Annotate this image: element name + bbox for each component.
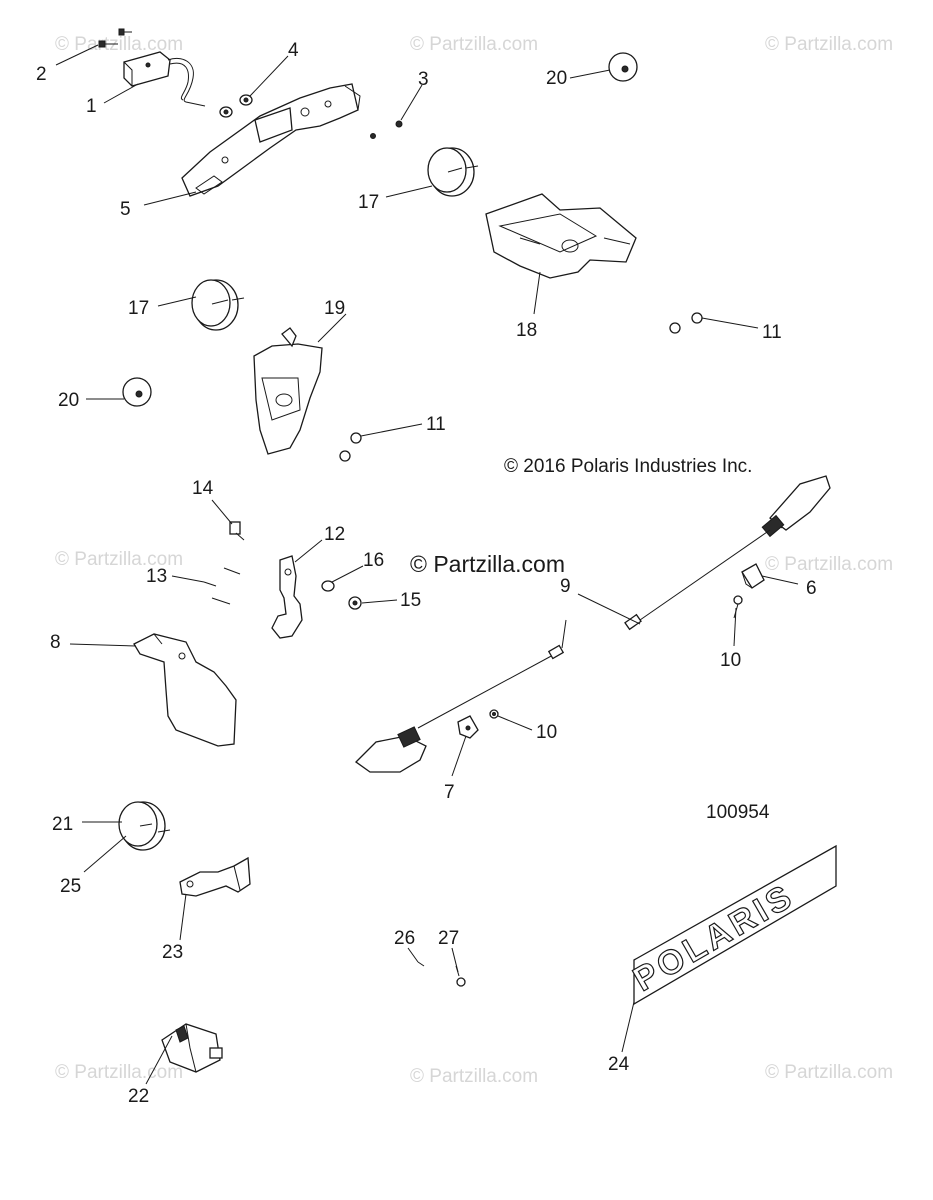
part-9-turn-signal-harness[interactable]	[354, 475, 831, 773]
part-16-washer[interactable]	[321, 580, 335, 592]
callout-11: 11	[426, 414, 446, 435]
emblem-text: POLARIS	[627, 876, 801, 998]
part-13-screw[interactable]	[203, 567, 241, 605]
watermark: © Partzilla.com	[55, 1062, 183, 1083]
watermark: © Partzilla.com	[765, 554, 893, 575]
part-3-nut[interactable]	[370, 120, 403, 139]
part-12-bracket[interactable]	[271, 555, 303, 639]
callout-21: 21	[52, 814, 73, 835]
part-22-switch[interactable]	[161, 1023, 223, 1073]
callout-5: 5	[120, 199, 131, 220]
diagram-number: 100954	[706, 802, 770, 823]
callout-1: 1	[86, 96, 97, 117]
callout-18: 18	[516, 320, 537, 341]
watermarks: © Partzilla.com © Partzilla.com © Partzi…	[55, 34, 893, 1087]
callout-9: 9	[560, 576, 571, 597]
part-17-reflector-housing[interactable]	[427, 147, 479, 197]
part-5-bracket[interactable]	[181, 83, 361, 197]
callout-17: 17	[128, 298, 149, 319]
part-7-clip[interactable]	[457, 715, 479, 739]
callout-7: 7	[444, 782, 455, 803]
part-20-reflector[interactable]	[608, 52, 638, 82]
center-watermark: © Partzilla.com	[410, 551, 565, 577]
callout-3: 3	[418, 69, 429, 90]
callout-23: 23	[162, 942, 183, 963]
part-21-reflector-housing[interactable]	[118, 801, 171, 851]
callout-17: 17	[358, 192, 379, 213]
part-19-bracket[interactable]	[253, 327, 323, 455]
part-24-emblem-plate[interactable]: POLARIS	[626, 844, 837, 1006]
callout-19: 19	[324, 298, 345, 319]
callout-13: 13	[146, 566, 167, 587]
part-10-screw[interactable]	[489, 709, 499, 719]
part-18-bracket[interactable]	[485, 193, 637, 279]
part-6-connector[interactable]	[741, 563, 765, 589]
leader-lines	[55, 44, 799, 1085]
callout-2: 2	[36, 64, 47, 85]
copyright-text: © 2016 Polaris Industries Inc.	[504, 456, 752, 477]
callout-20: 20	[546, 68, 567, 89]
part-17-reflector-housing[interactable]	[191, 279, 245, 331]
callout-8: 8	[50, 632, 61, 653]
part-8-plate[interactable]	[133, 633, 237, 747]
watermark: © Partzilla.com	[55, 34, 183, 55]
part-14-bolt[interactable]	[229, 521, 245, 541]
part-11-nut[interactable]	[669, 312, 703, 334]
callout-14: 14	[192, 478, 214, 499]
part-11-nut[interactable]	[339, 432, 362, 462]
callout-numbers: 2 1 4 3 5 20 17 18 17 19 20 11 11 14 13 …	[36, 40, 817, 1107]
callout-16: 16	[363, 550, 384, 571]
callout-22: 22	[128, 1086, 149, 1107]
callout-26: 26	[394, 928, 415, 949]
callout-12: 12	[324, 524, 345, 545]
watermark: © Partzilla.com	[55, 549, 183, 570]
part-2-screw[interactable]	[98, 28, 132, 48]
watermark: © Partzilla.com	[410, 34, 538, 55]
callout-4: 4	[288, 40, 299, 61]
callout-10: 10	[536, 722, 557, 743]
callout-15: 15	[400, 590, 421, 611]
callout-25: 25	[60, 876, 81, 897]
watermark: © Partzilla.com	[765, 34, 893, 55]
part-4-spacer[interactable]	[219, 94, 253, 118]
callout-20: 20	[58, 390, 79, 411]
callout-10: 10	[720, 650, 741, 671]
part-15-nut[interactable]	[348, 596, 362, 610]
callout-11: 11	[762, 322, 782, 343]
part-23-bracket[interactable]	[179, 856, 251, 897]
part-20-reflector[interactable]	[122, 377, 152, 407]
callout-6: 6	[806, 578, 817, 599]
callout-24: 24	[608, 1054, 630, 1075]
part-1-switch[interactable]	[123, 51, 206, 107]
callout-27: 27	[438, 928, 459, 949]
watermark: © Partzilla.com	[410, 1066, 538, 1087]
part-26-screw[interactable]	[417, 961, 425, 967]
watermark: © Partzilla.com	[765, 1062, 893, 1083]
